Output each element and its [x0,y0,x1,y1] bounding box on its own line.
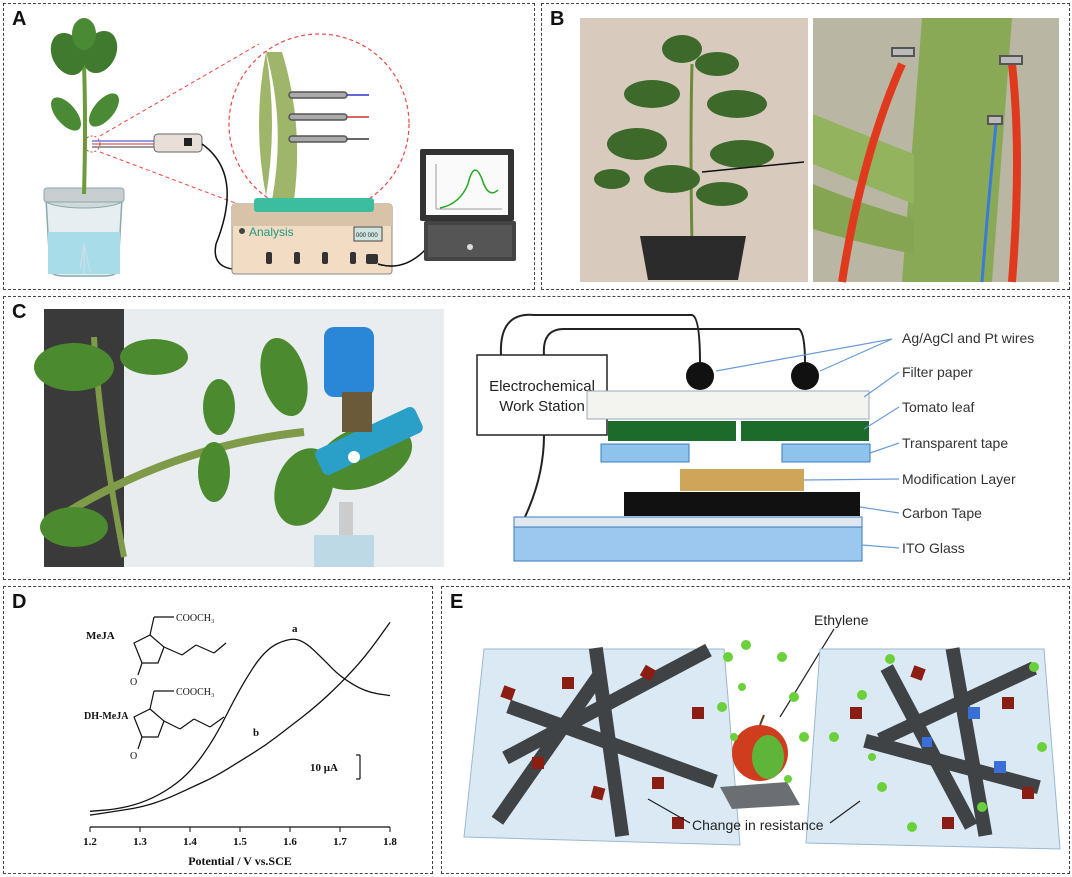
electrode-pt [791,362,819,390]
analysis-device-label: Analysis [249,225,294,239]
meja-name: MeJA [86,630,115,642]
meja-oxygen: O [130,677,137,688]
work-station-label-line1: Electrochemical [489,378,595,395]
panel-d-chart: MeJA COOCH₃ O DH-MeJA COOCH₃ O [83,613,397,868]
ethylene-fruit: Ethylene [717,612,869,809]
panel-e-label: E [450,591,464,613]
change-in-resistance-label: Change in resistance [692,817,824,833]
dh-meja-oxygen: O [130,751,137,762]
x-tick-label: 1.3 [133,836,147,848]
panel-d: D MeJA COOCH₃ O DH-MeJA COOCH₃ [3,586,433,874]
panel-e-illustration: Ethylene [463,612,1061,850]
filter-paper-layer [586,390,870,420]
plant [50,18,119,274]
panel-b-label: B [550,8,565,30]
current-scale-bar: 10 μA [310,754,361,780]
device-display-readout: 000 000 [356,233,378,239]
scale-bar-label: 10 μA [310,762,338,774]
magnified-view [228,33,410,215]
x-tick-label: 1.6 [283,836,297,848]
panel-d-label: D [12,591,27,613]
panel-b: B [541,3,1070,290]
transparent-tape-left [600,443,690,463]
panel-c-illustration: Electrochemical Work Station [34,309,1034,567]
leaf-electrode-photo [34,309,444,567]
x-axis-label: Potential / V vs.SCE [188,854,292,868]
dh-meja-name: DH-MeJA [84,711,129,722]
series-b-line [89,622,391,816]
series-b-label: b [253,727,259,739]
ito-glass-layer [513,526,863,562]
electrode-ag-agcl [686,362,714,390]
electrochemical-schematic: Electrochemical Work Station [476,313,1034,562]
layer-label-ito-glass: ITO Glass [902,540,965,556]
meja-structure: MeJA COOCH₃ O [86,613,227,688]
x-tick-label: 1.2 [83,836,97,848]
layer-label-filter-paper: Filter paper [902,364,973,380]
x-axis-ticks: 1.2 1.3 1.4 1.5 1.6 1.7 1.8 [83,827,397,848]
panel-c-label: C [12,301,27,323]
stem-closeup-photo [813,18,1059,283]
series-a-label: a [292,623,298,635]
left-substrate [463,643,741,846]
layer-label-carbon-tape: Carbon Tape [902,505,982,521]
x-tick-label: 1.5 [233,836,247,848]
meja-ester: COOCH₃ [176,613,215,624]
layer-label-tomato-leaf: Tomato leaf [902,399,974,415]
tomato-leaf-layer-right [741,421,869,441]
analysis-device: Analysis 000 000 [231,198,393,275]
x-tick-label: 1.8 [383,836,397,848]
x-tick-label: 1.7 [333,836,347,848]
modification-layer [680,469,804,491]
dh-meja-structure: DH-MeJA COOCH₃ O [84,687,225,762]
computer-monitor [420,149,516,261]
layer-label-transparent-tape: Transparent tape [902,435,1008,451]
panel-b-photos [580,18,1059,283]
layer-label-wires: Ag/AgCl and Pt wires [902,330,1034,346]
x-tick-label: 1.4 [183,836,197,848]
tomato-plant-photo [580,18,808,282]
series-a-line [89,638,391,812]
work-station-label-line2: Work Station [499,398,585,415]
transparent-tape-right [781,443,871,463]
ito-coating [513,516,863,528]
carbon-tape-layer [624,492,860,516]
panel-e: E [441,586,1070,874]
work-station-box [476,354,608,436]
device-cable [377,248,427,267]
dh-meja-ester: COOCH₃ [176,687,215,698]
ethylene-label: Ethylene [814,612,869,628]
panel-a-illustration: Analysis 000 000 [43,18,516,277]
panel-a-label: A [12,8,27,30]
panel-c: C E [3,296,1070,580]
tomato-leaf-layer-left [608,421,736,441]
right-substrate [805,647,1061,850]
electrode-probe [83,43,260,213]
layer-label-modification: Modification Layer [902,471,1016,487]
panel-a: A [3,3,535,290]
